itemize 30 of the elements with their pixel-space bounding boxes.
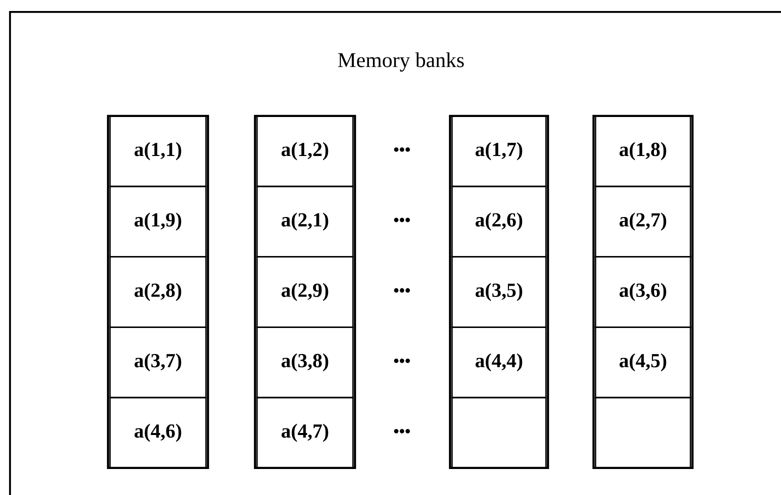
empty-cell	[594, 396, 692, 469]
ellipsis: •••	[394, 218, 410, 222]
memory-bank	[448, 114, 550, 470]
memory-cell: a(2,7)	[594, 186, 692, 258]
memory-cell: a(3,7)	[109, 326, 207, 398]
ellipsis: •••	[394, 428, 410, 434]
memory-cell: a(1,9)	[109, 186, 207, 258]
memory-cell: a(1,7)	[451, 115, 547, 188]
memory-cell: a(1,8)	[594, 115, 692, 188]
ellipsis: •••	[394, 147, 410, 152]
empty-cell	[451, 396, 547, 469]
memory-cell: a(3,5)	[451, 256, 547, 328]
memory-cell: a(3,6)	[594, 256, 692, 328]
memory-cell: a(1,2)	[256, 115, 354, 188]
memory-cell: a(4,5)	[594, 326, 692, 398]
memory-cell: a(2,9)	[256, 256, 354, 328]
memory-cell: a(3,8)	[256, 326, 354, 398]
ellipsis: •••	[394, 358, 410, 363]
memory-cell: a(4,7)	[256, 396, 354, 469]
memory-cell: a(1,1)	[109, 115, 207, 188]
memory-bank	[106, 114, 210, 470]
memory-cell: a(2,1)	[256, 186, 354, 258]
memory-bank	[254, 114, 356, 470]
memory-cell: a(2,8)	[109, 256, 207, 328]
memory-bank	[592, 114, 694, 470]
title: Memory banks	[338, 52, 464, 72]
memory-cell: a(2,6)	[451, 186, 547, 258]
ellipsis: •••	[394, 288, 410, 293]
memory-cell: a(4,6)	[109, 396, 207, 469]
memory-cell: a(4,4)	[451, 326, 547, 398]
